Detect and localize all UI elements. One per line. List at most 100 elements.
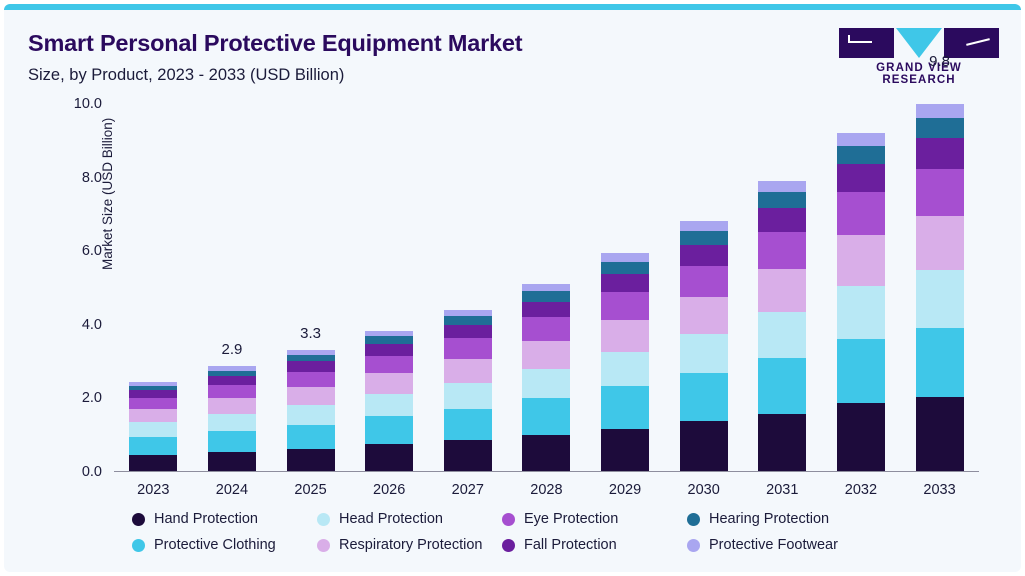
bar-segment[interactable] [601,352,650,386]
bar-segment[interactable] [758,207,807,233]
bar-column[interactable]: 2029 [601,104,650,498]
bar-segment[interactable] [129,385,178,391]
bar-column[interactable]: 2023 [129,104,178,498]
bar-segment[interactable] [758,311,807,358]
bar-segment[interactable] [286,354,335,362]
bar-segment[interactable] [601,273,650,293]
bar-segment[interactable] [286,448,335,472]
bar-segment[interactable] [679,221,728,232]
bar-segment[interactable] [443,383,492,409]
bar-segment[interactable] [129,408,178,422]
bar-segment[interactable] [836,285,885,340]
bar-segment[interactable] [679,231,728,245]
bar-segment[interactable] [207,370,256,377]
bar-segment[interactable] [129,390,178,398]
bar-segment[interactable] [915,103,964,119]
bar-segment[interactable] [129,436,178,456]
bar-segment[interactable] [758,192,807,208]
legend-item[interactable]: Protective Footwear [687,537,872,553]
bar-segment[interactable] [207,366,256,371]
bar-segment[interactable] [915,397,964,472]
bar-segment[interactable] [207,414,256,431]
bar-segment[interactable] [522,284,571,292]
bar-segment[interactable] [443,338,492,360]
legend-item[interactable]: Protective Clothing [132,537,317,553]
bar-segment[interactable] [758,232,807,269]
bar-segment[interactable] [365,355,414,374]
bar-segment[interactable] [365,416,414,445]
bar-segment[interactable] [522,317,571,342]
bar-segment[interactable] [365,336,414,344]
bar-segment[interactable] [443,439,492,472]
bar-segment[interactable] [758,180,807,193]
bar-segment[interactable] [443,408,492,440]
bar-segment[interactable] [679,421,728,472]
bar-segment[interactable] [601,385,650,429]
bar-segment[interactable] [286,371,335,388]
bar-segment[interactable] [679,297,728,335]
legend-item[interactable]: Respiratory Protection [317,537,502,553]
bar-segment[interactable] [758,413,807,472]
bar-segment[interactable] [129,382,178,386]
bar-segment[interactable] [915,138,964,169]
bar-segment[interactable] [443,359,492,384]
bar-segment[interactable] [601,253,650,262]
bar-segment[interactable] [836,235,885,286]
bar-segment[interactable] [915,270,964,328]
bar-segment[interactable] [836,339,885,404]
bar-segment[interactable] [915,215,964,271]
bar-segment[interactable] [365,344,414,356]
bar-segment[interactable] [522,291,571,302]
bar-segment[interactable] [522,398,571,435]
bar-segment[interactable] [836,192,885,236]
legend-item[interactable]: Fall Protection [502,537,687,553]
bar-segment[interactable] [286,405,335,425]
bar-segment[interactable] [365,394,414,417]
bar-segment[interactable] [522,341,571,369]
bar-segment[interactable] [915,118,964,139]
bar-segment[interactable] [443,324,492,339]
bar-segment[interactable] [286,424,335,449]
bar-segment[interactable] [915,168,964,216]
bar-segment[interactable] [758,268,807,312]
bar-segment[interactable] [365,330,414,337]
bar-segment[interactable] [365,444,414,472]
legend-item[interactable]: Hearing Protection [687,511,872,527]
bar-column[interactable]: 2030 [679,104,728,498]
bar-segment[interactable] [443,316,492,325]
bar-segment[interactable] [679,265,728,298]
bar-segment[interactable] [207,430,256,452]
bar-segment[interactable] [601,319,650,353]
bar-segment[interactable] [758,357,807,414]
bar-column[interactable]: 2031 [758,104,807,498]
bar-column[interactable]: 2032 [836,104,885,498]
bar-segment[interactable] [679,334,728,374]
bar-column[interactable]: 2026 [365,104,414,498]
bar-segment[interactable] [836,145,885,165]
bar-segment[interactable] [207,376,256,386]
legend-item[interactable]: Head Protection [317,511,502,527]
bar-segment[interactable] [601,292,650,320]
bar-segment[interactable] [836,164,885,193]
bar-column[interactable]: 2027 [443,104,492,498]
bar-segment[interactable] [443,309,492,317]
legend-item[interactable]: Eye Protection [502,511,687,527]
bar-segment[interactable] [207,451,256,472]
bar-segment[interactable] [679,244,728,266]
bar-segment[interactable] [601,261,650,274]
bar-segment[interactable] [207,385,256,399]
bar-segment[interactable] [129,455,178,472]
bar-column[interactable]: 2028 [522,104,571,498]
bar-segment[interactable] [286,361,335,372]
bar-segment[interactable] [836,403,885,472]
bar-segment[interactable] [207,398,256,415]
bar-segment[interactable] [286,349,335,355]
bar-segment[interactable] [129,397,178,409]
bar-segment[interactable] [522,301,571,318]
bar-segment[interactable] [522,434,571,472]
bar-segment[interactable] [836,132,885,146]
bar-segment[interactable] [365,373,414,395]
